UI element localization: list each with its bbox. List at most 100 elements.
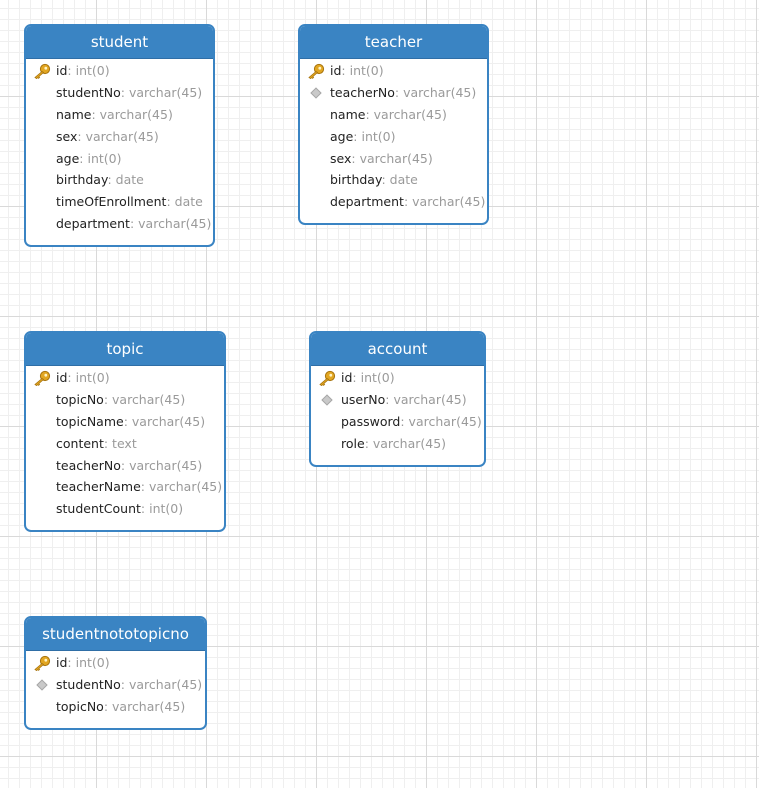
field-row[interactable]: studentCount: int(0): [26, 498, 224, 520]
field-type: varchar(45): [408, 413, 482, 429]
field-name: id: [56, 370, 68, 385]
field-type: int(0): [75, 370, 110, 385]
field-row[interactable]: id: int(0): [300, 60, 487, 82]
field-type: varchar(45): [412, 194, 486, 210]
field-name: userNo: [341, 391, 386, 407]
field-name: id: [56, 655, 68, 670]
field-type: varchar(45): [85, 128, 159, 144]
field-type: int(0): [87, 150, 122, 166]
key-icon: [33, 370, 51, 387]
field-row[interactable]: age: int(0): [26, 148, 213, 170]
field-row[interactable]: teacherName: varchar(45): [26, 476, 224, 498]
field-separator: :: [67, 63, 76, 78]
field-row[interactable]: role: varchar(45): [311, 433, 484, 455]
field-name: topicNo: [56, 391, 104, 407]
field-row[interactable]: timeOfEnrollment: date: [26, 191, 213, 213]
field-type: varchar(45): [359, 150, 433, 166]
field-separator: :: [140, 479, 149, 495]
field-name: id: [341, 370, 353, 385]
field-name: teacherNo: [330, 84, 395, 100]
field-separator: :: [103, 435, 113, 451]
field-row[interactable]: teacherNo: varchar(45): [300, 82, 487, 104]
entity-topic[interactable]: topic id: int(0)topicNo: varchar(45)topi…: [24, 331, 226, 532]
field-separator: :: [400, 413, 409, 429]
field-type: varchar(45): [128, 676, 203, 692]
field-name: birthday: [330, 172, 382, 188]
field-type: varchar(45): [393, 391, 467, 407]
field-name: password: [341, 413, 401, 429]
field-name: name: [330, 106, 366, 122]
field-row[interactable]: department: varchar(45): [300, 191, 487, 213]
field-name: studentNo: [56, 84, 121, 100]
field-separator: :: [129, 216, 139, 232]
field-type: date: [174, 194, 203, 210]
field-name: studentNo: [56, 676, 121, 692]
field-row[interactable]: topicName: varchar(45): [26, 411, 224, 433]
field-row[interactable]: sex: varchar(45): [26, 126, 213, 148]
field-name: age: [330, 128, 354, 144]
entity-title[interactable]: student: [26, 26, 213, 59]
field-row[interactable]: topicNo: varchar(45): [26, 389, 224, 411]
field-name: birthday: [56, 172, 108, 188]
entity-title[interactable]: account: [311, 333, 484, 366]
field-name: role: [341, 435, 365, 451]
field-separator: :: [341, 63, 350, 78]
entity-student[interactable]: student id: int(0)studentNo: varchar(45)…: [24, 24, 215, 247]
field-type: varchar(45): [373, 106, 447, 122]
key-icon: [307, 63, 325, 80]
field-name: id: [330, 63, 342, 78]
entity-account[interactable]: account id: int(0)userNo: varchar(45)pas…: [309, 331, 486, 467]
field-type: int(0): [360, 370, 395, 385]
field-type: varchar(45): [131, 413, 206, 429]
field-row[interactable]: id: int(0): [26, 367, 224, 389]
field-row[interactable]: name: varchar(45): [300, 104, 487, 126]
field-type: int(0): [349, 63, 384, 78]
field-row[interactable]: id: int(0): [26, 60, 213, 82]
field-row[interactable]: id: int(0): [26, 652, 205, 674]
field-row[interactable]: birthday: date: [300, 169, 487, 191]
entity-studentnototopicno[interactable]: studentnototopicno id: int(0)studentNo: …: [24, 616, 207, 730]
field-row[interactable]: id: int(0): [311, 367, 484, 389]
entity-title[interactable]: teacher: [300, 26, 487, 59]
field-row[interactable]: name: varchar(45): [26, 104, 213, 126]
field-type: varchar(45): [112, 698, 186, 714]
index-diamond-icon: [321, 394, 333, 406]
index-diamond-icon: [36, 679, 48, 691]
field-row[interactable]: studentNo: varchar(45): [26, 82, 213, 104]
field-row[interactable]: sex: varchar(45): [300, 148, 487, 170]
field-type: varchar(45): [129, 457, 203, 473]
field-type: varchar(45): [148, 479, 223, 495]
field-row[interactable]: teacherNo: varchar(45): [26, 455, 224, 477]
entity-title[interactable]: studentnototopicno: [26, 618, 205, 651]
field-list: id: int(0)studentNo: varchar(45)topicNo:…: [26, 651, 205, 724]
field-type: varchar(45): [99, 106, 173, 122]
field-type: date: [389, 172, 418, 188]
field-list: id: int(0)studentNo: varchar(45)name: va…: [26, 59, 213, 241]
field-name: age: [56, 150, 80, 166]
field-row[interactable]: birthday: date: [26, 169, 213, 191]
field-name: topicName: [56, 413, 124, 429]
field-row[interactable]: studentNo: varchar(45): [26, 674, 205, 696]
field-separator: :: [166, 194, 175, 210]
field-separator: :: [103, 391, 113, 407]
field-name: topicNo: [56, 698, 104, 714]
field-type: int(0): [75, 655, 110, 670]
field-name: department: [330, 194, 404, 210]
field-row[interactable]: userNo: varchar(45): [311, 389, 484, 411]
entity-title[interactable]: topic: [26, 333, 224, 366]
field-name: id: [56, 63, 68, 78]
field-row[interactable]: department: varchar(45): [26, 213, 213, 235]
field-row[interactable]: password: varchar(45): [311, 411, 484, 433]
field-row[interactable]: topicNo: varchar(45): [26, 696, 205, 718]
field-separator: :: [79, 150, 88, 166]
field-separator: :: [403, 194, 413, 210]
field-row[interactable]: content: text: [26, 433, 224, 455]
field-name: teacherName: [56, 479, 141, 495]
field-separator: :: [103, 698, 113, 714]
entity-teacher[interactable]: teacher id: int(0)teacherNo: varchar(45)…: [298, 24, 489, 225]
field-row[interactable]: age: int(0): [300, 126, 487, 148]
field-separator: :: [385, 391, 394, 407]
field-list: id: int(0)topicNo: varchar(45)topicName:…: [26, 366, 224, 526]
field-separator: :: [67, 655, 76, 670]
field-name: teacherNo: [56, 457, 121, 473]
